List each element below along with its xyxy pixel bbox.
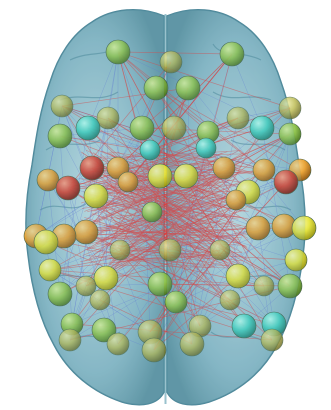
brain-connectome-image xyxy=(0,0,331,410)
